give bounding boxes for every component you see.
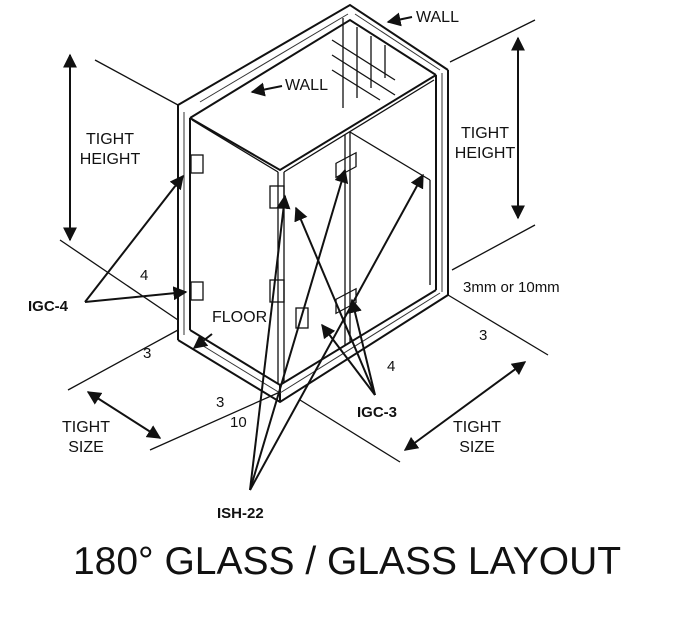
label-ish22: ISH-22 [217,505,264,522]
enclosure-walls [177,3,449,404]
dim-3-right: 3 [479,327,487,344]
dim-4-left: 4 [140,267,148,284]
label-tight-height-right-1: TIGHT [461,125,509,142]
dim-3-bottom: 3 [216,394,224,411]
label-tight-size-right-1: TIGHT [453,419,501,436]
label-wall-inner: WALL [285,77,328,94]
label-tight-height-left-1: TIGHT [86,131,134,148]
label-tight-height-right-2: HEIGHT [455,145,516,162]
label-tight-size-left-2: SIZE [68,439,104,456]
dim-10-bottom: 10 [230,414,247,431]
glass-panels [191,18,435,383]
diagram-title: 180° GLASS / GLASS LAYOUT [73,540,621,583]
diagram-labels: WALL WALL TIGHT HEIGHT TIGHT HEIGHT FLOO… [28,9,560,522]
hardware-clamps [190,151,357,329]
label-tight-size-left-1: TIGHT [62,419,110,436]
label-floor: FLOOR [212,309,267,326]
dim-3-left: 3 [143,345,151,362]
dim-4-center: 4 [387,358,395,375]
label-gap-note: 3mm or 10mm [463,279,560,296]
wall-hatching [183,13,443,394]
dimension-lines [59,12,549,491]
label-igc4: IGC-4 [28,298,69,315]
label-wall-top: WALL [416,9,459,26]
label-tight-size-right-2: SIZE [459,439,495,456]
label-igc3: IGC-3 [357,404,397,421]
label-tight-height-left-2: HEIGHT [80,151,141,168]
